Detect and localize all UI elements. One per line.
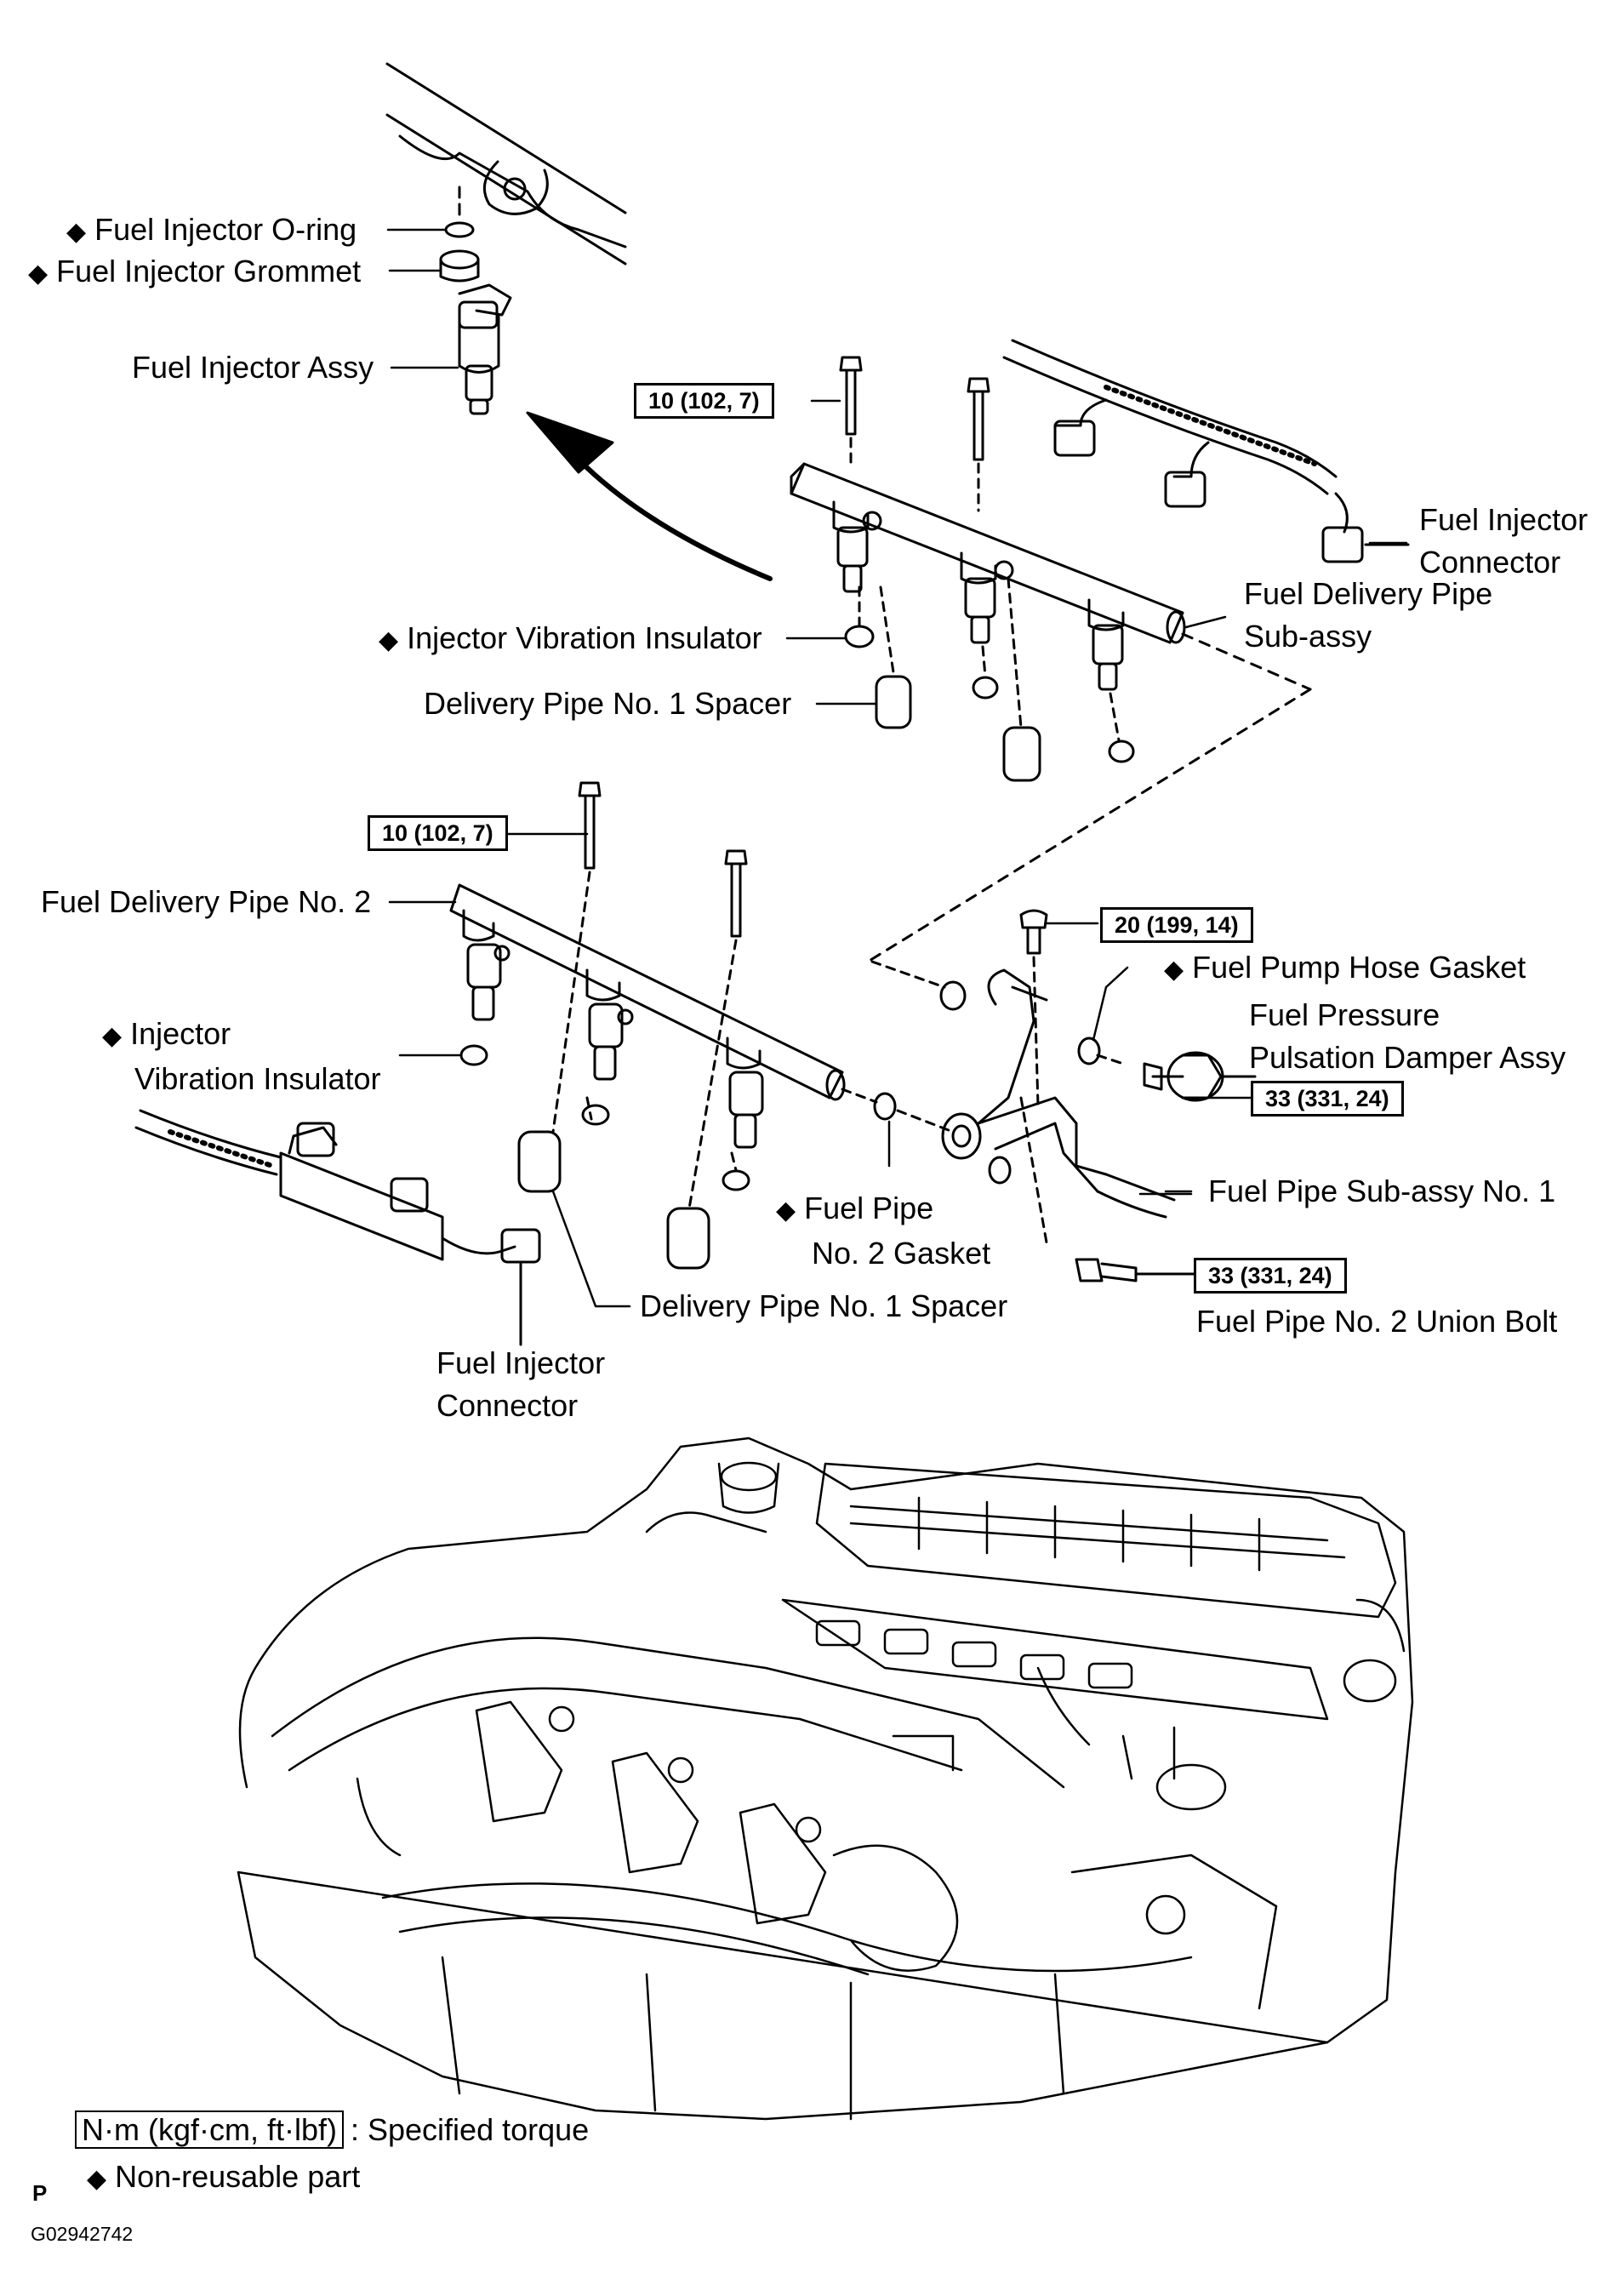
label-injector-vibration-insulator-left: ◆Injector Vibration Insulator bbox=[102, 1016, 381, 1096]
label-delivery-pipe-spacer-bottom: Delivery Pipe No. 1 Spacer bbox=[640, 1288, 1008, 1323]
label-fuel-delivery-pipe-subassy: Fuel Delivery Pipe Sub-assy bbox=[1244, 576, 1493, 654]
torque-union-bolt: 33 (331, 24) bbox=[1194, 1258, 1347, 1294]
label-fuel-pipe-no2-gasket: ◆Fuel Pipe No. 2 Gasket bbox=[776, 1191, 991, 1271]
figure-id: G02942742 bbox=[31, 2223, 134, 2245]
intake-manifold-fragment bbox=[385, 62, 627, 266]
removal-arrow bbox=[576, 457, 773, 581]
top-wire-harness bbox=[1002, 339, 1410, 563]
torque-left-bolt: 10 (102, 7) bbox=[368, 815, 508, 851]
diamond-icon: ◆ bbox=[1164, 956, 1184, 984]
leader-lines bbox=[386, 228, 1408, 1308]
torque-damper: 33 (331, 24) bbox=[1251, 1081, 1404, 1117]
diamond-icon: ◆ bbox=[776, 1197, 796, 1225]
label-fuel-injector-connector-top: Fuel Injector Connector bbox=[1419, 502, 1589, 580]
label-fuel-delivery-pipe-no2: Fuel Delivery Pipe No. 2 bbox=[41, 884, 372, 919]
label-fuel-injector-connector-bottom: Fuel Injector Connector bbox=[436, 1345, 606, 1423]
legend-non-reusable: ◆Non-reusable part bbox=[87, 2159, 361, 2194]
label-injector-vibration-insulator-top: ◆Injector Vibration Insulator bbox=[379, 620, 762, 655]
engine-outline bbox=[237, 1436, 1414, 2121]
diamond-icon: ◆ bbox=[379, 626, 399, 654]
union-bolt-shape bbox=[1075, 1258, 1197, 1282]
diamond-icon: ◆ bbox=[66, 218, 87, 246]
torque-pipe-bolt: 20 (199, 14) bbox=[1100, 907, 1253, 943]
legend-torque-box: N·m (kgf·cm, ft·lbf) bbox=[75, 2110, 344, 2149]
pipe-bolt-20 bbox=[1019, 909, 1048, 1108]
label-fuel-pipe-no2-union-bolt: Fuel Pipe No. 2 Union Bolt bbox=[1196, 1304, 1558, 1339]
label-fuel-injector-grommet: ◆Fuel Injector Grommet bbox=[28, 254, 362, 288]
label-fuel-pressure-pulsation-damper: Fuel Pressure Pulsation Damper Assy bbox=[1249, 997, 1566, 1075]
diamond-icon: ◆ bbox=[87, 2165, 107, 2193]
label-fuel-pump-hose-gasket: ◆Fuel Pump Hose Gasket bbox=[1164, 950, 1526, 985]
top-fuel-delivery-pipe bbox=[790, 462, 1186, 691]
bottom-wire-harness bbox=[134, 1109, 541, 1346]
pulsation-damper-shape bbox=[1143, 1051, 1257, 1102]
top-injector-parts bbox=[439, 186, 512, 415]
label-fuel-pipe-subassy-no1: Fuel Pipe Sub-assy No. 1 bbox=[1208, 1174, 1556, 1208]
label-fuel-injector-oring: ◆Fuel Injector O-ring bbox=[66, 212, 357, 247]
no2-bolts bbox=[551, 781, 748, 1210]
fuel-pipe-no2-gasket-shape bbox=[841, 1088, 955, 1134]
diamond-icon: ◆ bbox=[28, 260, 48, 288]
legend-specified-torque: N·m (kgf·cm, ft·lbf): Specified torque bbox=[75, 2109, 589, 2151]
label-fuel-injector-assy: Fuel Injector Assy bbox=[132, 350, 374, 385]
fuel-pipe-subassy-no1-shape bbox=[870, 960, 1176, 1244]
fuel-delivery-pipe-no2 bbox=[449, 883, 846, 1149]
diamond-icon: ◆ bbox=[102, 1022, 123, 1050]
torque-top-bolt: 10 (102, 7) bbox=[634, 383, 774, 419]
top-bolts bbox=[839, 356, 990, 512]
no2-insulators-spacers bbox=[459, 1044, 750, 1270]
label-delivery-pipe-spacer-top: Delivery Pipe No. 1 Spacer bbox=[424, 686, 792, 721]
top-insulators-spacers bbox=[844, 577, 1312, 963]
corner-letter: P bbox=[32, 2180, 48, 2206]
